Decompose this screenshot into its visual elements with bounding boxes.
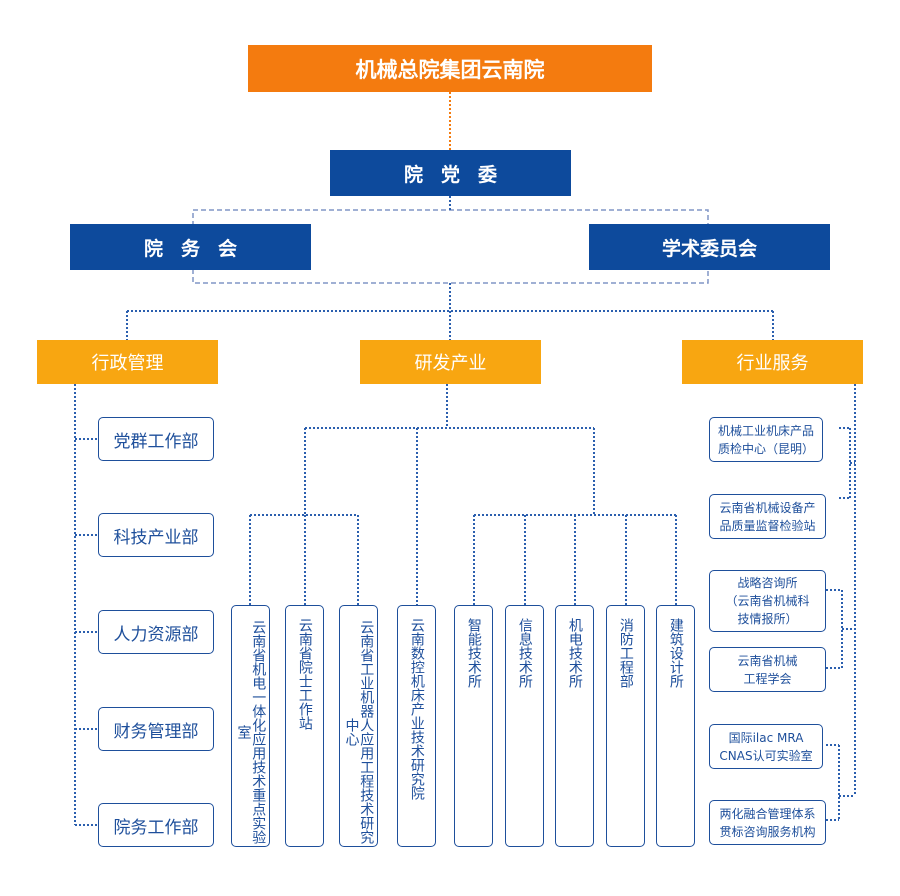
group-yunnan-institute-box: 机械总院集团云南院 (248, 45, 652, 92)
service-integration-consulting: 两化融合管理体系 贯标咨询服务机构 (709, 800, 826, 845)
service-line: 技情报所） (737, 612, 798, 626)
service-machine-tool-qc: 机械工业机床产品 质检中心（昆明） (709, 417, 823, 462)
rd-unit-cnc-institute: 云南数控机床产业技术研究院 (397, 605, 436, 847)
service-line: CNAS认可实验室 (719, 748, 813, 763)
party-committee-box: 院党委 (330, 150, 571, 196)
dept-affairs: 院务工作部 (98, 803, 214, 847)
service-line: 机械工业机床产品 (717, 423, 814, 438)
service-line: （云南省机械科 (725, 594, 810, 608)
rd-unit-mechatronics-lab: 云南省机电一体化应用技术重点实验室 (231, 605, 270, 847)
service-line: 云南省机械设备产 (719, 500, 816, 515)
dept-tech-industry: 科技产业部 (98, 513, 214, 557)
service-line: 战略咨询所 (737, 576, 798, 590)
rd-unit-electromechanical: 机电技术所 (555, 605, 594, 847)
rd-unit-academician-station: 云南省院士工作站 (285, 605, 324, 847)
service-strategy-consulting: 战略咨询所 （云南省机械科 技情报所） (709, 570, 826, 632)
service-line: 两化融合管理体系 (719, 806, 816, 821)
dept-human-resources: 人力资源部 (98, 610, 214, 654)
branch-rd-box: 研发产业 (360, 340, 541, 384)
branch-admin-box: 行政管理 (37, 340, 218, 384)
service-engineering-society: 云南省机械 工程学会 (709, 647, 826, 692)
service-cnas-lab: 国际ilac MRA CNAS认可实验室 (709, 724, 823, 769)
council-box: 院务会 (70, 224, 311, 270)
service-line: 云南省机械 (737, 653, 798, 668)
dept-party-masses: 党群工作部 (98, 417, 214, 461)
rd-unit-fire-engineering: 消防工程部 (606, 605, 645, 847)
academic-committee-box: 学术委员会 (589, 224, 830, 270)
dept-finance: 财务管理部 (98, 707, 214, 751)
service-line: 工程学会 (743, 671, 792, 686)
service-line: 质检中心（昆明） (717, 441, 814, 456)
service-line: 贯标咨询服务机构 (719, 824, 816, 839)
rd-unit-architecture: 建筑设计所 (656, 605, 695, 847)
rd-unit-intelligent-tech: 智能技术所 (454, 605, 493, 847)
rd-unit-info-tech: 信息技术所 (505, 605, 544, 847)
branch-service-box: 行业服务 (682, 340, 863, 384)
service-line: 国际ilac MRA (728, 730, 804, 745)
rd-unit-robot-center: 云南省工业机器人应用工程技术研究中心 (339, 605, 378, 847)
service-equipment-inspection: 云南省机械设备产 品质量监督检验站 (709, 494, 826, 539)
service-line: 品质量监督检验站 (719, 518, 816, 533)
